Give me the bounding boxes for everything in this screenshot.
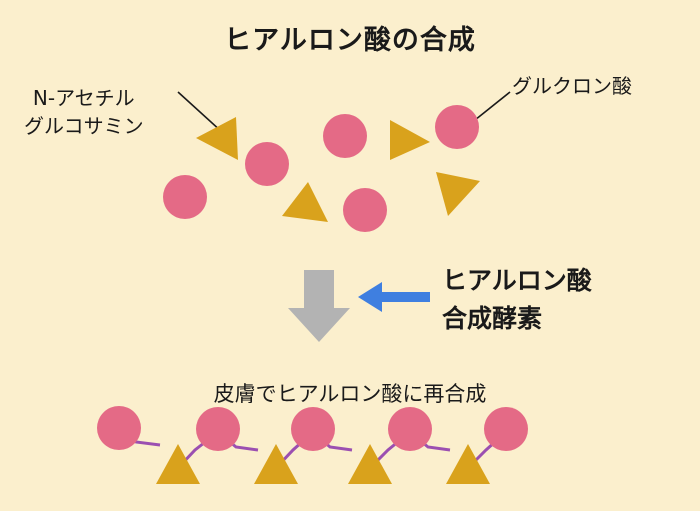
label-n-acetylglucosamine: N-アセチル グルコサミン [24, 84, 144, 140]
chain-glca-circle [484, 407, 528, 451]
chain-glca-circle [196, 407, 240, 451]
glcnac-triangle [282, 182, 328, 222]
label-glucuronic-acid: グルクロン酸 [512, 74, 632, 98]
chain-glcnac-triangle [446, 444, 490, 484]
label-resynthesis: 皮膚でヒアルロン酸に再合成 [213, 382, 487, 406]
glcnac-triangle [196, 117, 238, 160]
enzyme-arrow-left [358, 282, 430, 312]
glcnac-triangle [390, 120, 430, 160]
glca-circle [245, 142, 289, 186]
chain-glca-circle [291, 407, 335, 451]
label-n-acetylglucosamine-line2: グルコサミン [24, 114, 144, 138]
chain-glca-circle [97, 406, 141, 450]
glca-circle [343, 188, 387, 232]
glca-circle [323, 114, 367, 158]
chain-glcnac-triangle [156, 444, 200, 484]
process-arrow-down [288, 270, 350, 342]
chain-glca-circle [388, 407, 432, 451]
leader-line-glcnac [177, 91, 223, 133]
chain-glcnac-triangle [348, 444, 392, 484]
chain-glcnac-triangle [254, 444, 298, 484]
glca-circle [435, 105, 479, 149]
label-enzyme-line2: 合成酵素 [442, 304, 543, 333]
diagram-title: ヒアルロン酸の合成 [224, 25, 476, 56]
label-n-acetylglucosamine-line1: N-アセチル [32, 86, 135, 110]
glcnac-triangle [436, 172, 480, 216]
label-enzyme-line1: ヒアルロン酸 [442, 266, 592, 295]
glca-circle [163, 175, 207, 219]
label-enzyme: ヒアルロン酸 合成酵素 [442, 262, 592, 338]
